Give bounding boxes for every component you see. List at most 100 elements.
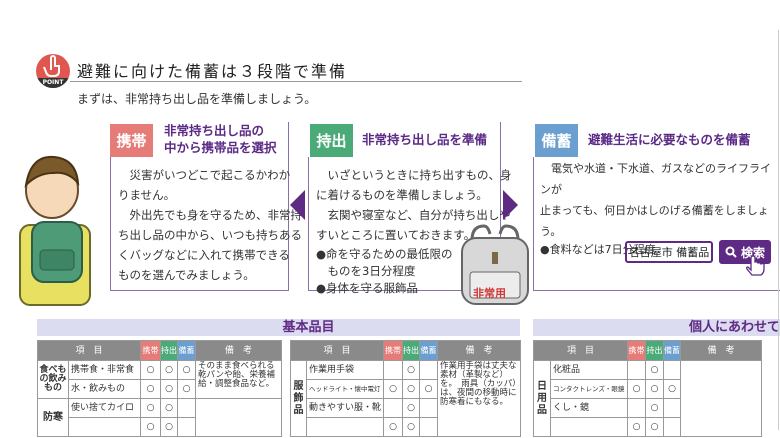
panel-title-line: 非常持ち出し品の <box>164 123 265 138</box>
pointing-hand-icon <box>43 55 60 77</box>
panel-border <box>533 290 780 291</box>
mark: ○ <box>627 379 647 399</box>
group-label: 服飾品 <box>290 360 307 437</box>
section-basic-header: 基本品目 <box>37 319 520 336</box>
item-name: 化粧品 <box>549 360 629 380</box>
table-row: 水・飲みもの○○○ <box>38 379 282 399</box>
panel-border <box>308 290 501 291</box>
mark <box>663 417 682 437</box>
point-badge-label: POINT <box>36 78 70 88</box>
group-label: 日用品 <box>533 360 551 437</box>
panel-border <box>110 290 289 291</box>
tag-mochidashi: 持出 <box>310 124 353 157</box>
panel-keitai-body: 災害がいつどこで起こるかわかりません。 外出先でも身を守るため、非常持ち出し品の… <box>118 165 302 285</box>
mark <box>419 417 439 437</box>
col-mochidashi: 持出 <box>402 340 421 361</box>
panel-border <box>533 157 534 290</box>
body-line: ものを選んでみましょう。 <box>118 268 255 282</box>
item-name: 携帯食・非常食 <box>67 360 142 380</box>
tag-bichiku: 備蓄 <box>535 124 578 157</box>
mark <box>663 398 682 418</box>
table-row: ヘッドライト・懐中電灯○○○ <box>291 379 521 399</box>
item-name <box>549 417 629 437</box>
body-line: 止まっても、何日かはしのげる備蓄をしましょう。 <box>540 204 769 238</box>
body-line: くバッグなどに入れて携帯できる <box>118 248 290 262</box>
note <box>680 360 762 437</box>
item-name: 作業用手袋 <box>305 360 385 380</box>
point-icon: POINT <box>36 54 70 88</box>
col-item: 項 目 <box>532 340 629 361</box>
panel-title-line: 中から携帯品を選択 <box>164 140 277 155</box>
mark: ○ <box>383 417 404 437</box>
mark: ○ <box>160 398 179 418</box>
search-input[interactable]: 名古屋市 備蓄品 <box>625 241 713 263</box>
item-name: ヘッドライト・懐中電灯 <box>305 379 385 399</box>
note: そのまま食べられる乾パンや飴、栄養補給・調整食品など。 <box>195 360 282 399</box>
panel-bichiku-body: 電気や水道・下水道、ガスなどのライフラインが止まっても、何日かはしのげる備蓄をし… <box>540 158 780 258</box>
search-button[interactable]: 検索 <box>719 240 771 264</box>
col-note: 備 考 <box>437 340 521 361</box>
body-line: りません。 <box>118 188 176 202</box>
col-item: 項 目 <box>289 340 385 361</box>
body-line: いざというときに持ち出すもの、身 <box>316 168 512 182</box>
note <box>195 398 282 437</box>
mark: ○ <box>140 379 162 399</box>
col-keitai: 携帯 <box>383 340 404 361</box>
section-personal-header: 個人にあわせて <box>533 319 780 336</box>
col-bichiku: 備蓄 <box>419 340 439 361</box>
search-icon <box>725 246 737 258</box>
table-row: 服飾品作業用手袋○作業用手袋は丈夫な素材（革製など）を。 雨具（カッパ）は、夜間… <box>290 360 521 437</box>
mark: ○ <box>645 379 665 399</box>
item-name: くし・鏡 <box>549 398 629 418</box>
mark: ○ <box>627 417 647 437</box>
table-row: 動きやすい服・靴○ <box>291 398 521 418</box>
item-name: コンタクトレンズ・眼鏡 <box>549 379 629 399</box>
tag-keitai: 携帯 <box>110 124 153 157</box>
mark <box>419 398 439 418</box>
search-button-label: 検索 <box>740 245 765 260</box>
mark: ○ <box>402 379 421 399</box>
col-mochidashi: 持出 <box>160 340 179 361</box>
page-title: 避難に向けた備蓄は３段階で準備 <box>77 62 348 81</box>
col-keitai: 携帯 <box>627 340 647 361</box>
table-row: 食べもの飲みもの携帯食・非常食○○○そのまま食べられる乾パンや飴、栄養補給・調整… <box>37 360 282 399</box>
body-line: 玄関や寝室など、自分が持ち出しや <box>316 208 511 222</box>
col-keitai: 携帯 <box>140 340 162 361</box>
table-row: コンタクトレンズ・眼鏡○○○ <box>534 379 762 399</box>
body-line: 外出先でも身を守るため、非常持 <box>118 208 302 222</box>
body-line: 災害がいつどこで起こるかわか <box>118 168 291 182</box>
mark: ○ <box>160 379 179 399</box>
bullet-item: ●身体を守る服飾品 <box>316 281 419 295</box>
backpack-illustration <box>461 224 529 305</box>
mark <box>177 417 197 437</box>
items-table-food: 項 目携帯持出備蓄備 考 食べもの飲みもの携帯食・非常食○○○そのまま食べられる… <box>36 340 282 437</box>
panel-keitai-title: 非常持ち出し品の中から携帯品を選択 <box>164 122 277 156</box>
table-row: ○○ <box>38 417 282 437</box>
panel-mochidashi-body: いざというときに持ち出すもの、身に着けるものを準備しましょう。 玄関や寝室など、… <box>316 165 512 297</box>
page-edge <box>778 30 779 430</box>
mark: ○ <box>140 398 162 418</box>
table-row: 防寒使い捨てカイロ○○ <box>37 398 282 437</box>
col-item: 項 目 <box>36 340 142 361</box>
mark <box>383 398 404 418</box>
table-row: ○○ <box>291 417 521 437</box>
item-name <box>305 417 385 437</box>
mark: ○ <box>402 398 421 418</box>
arrow-right-icon <box>503 190 518 220</box>
table-row: ○○ <box>534 417 762 437</box>
items-table-clothing: 項 目携帯持出備蓄備 考 服飾品作業用手袋○作業用手袋は丈夫な素材（革製など）を… <box>289 340 521 437</box>
panel-border <box>500 122 501 290</box>
col-bichiku: 備蓄 <box>663 340 682 361</box>
arrow-left-icon <box>290 190 305 220</box>
group-label: 防寒 <box>37 398 69 437</box>
cursor-hand-icon <box>746 256 765 276</box>
bullet-item: ●命を守るための最低限の <box>316 247 453 261</box>
mark <box>663 360 682 380</box>
mark: ○ <box>645 360 665 380</box>
col-note: 備 考 <box>195 340 282 361</box>
group-label: 食べもの飲みもの <box>37 360 69 399</box>
mark <box>177 398 197 418</box>
mark: ○ <box>160 417 179 437</box>
mark <box>419 360 439 380</box>
col-bichiku: 備蓄 <box>177 340 197 361</box>
